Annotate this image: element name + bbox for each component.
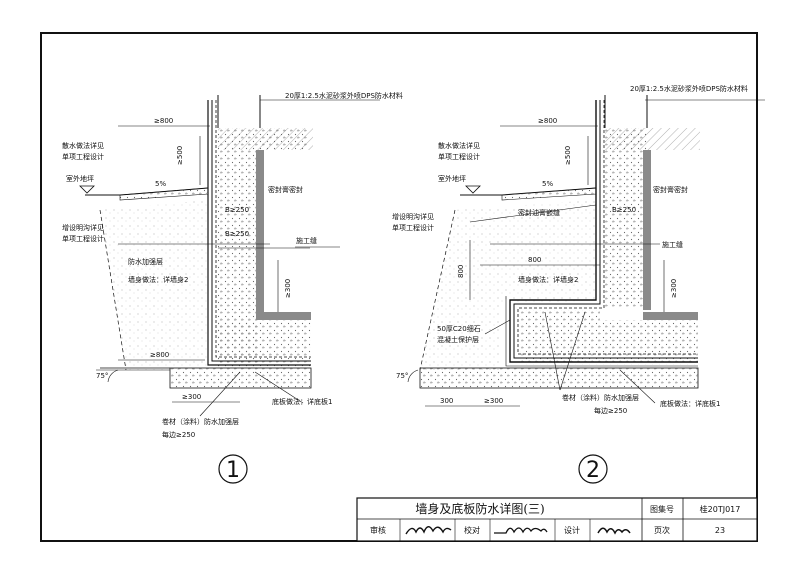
label-coil-reinforce-1: 卷材（涂料）防水加强层 <box>162 417 239 426</box>
label-concrete-note2-2: 混凝土保护层 <box>437 335 479 344</box>
inner-plaster-1 <box>256 150 264 320</box>
label-sealant-right-2: 密封膏密封 <box>653 185 688 194</box>
title-block: 墙身及底板防水详图(三) 图集号 桂20TJ017 审核 校对 设计 页次 23 <box>356 497 758 542</box>
detail-number-2: 2 <box>586 458 600 483</box>
label-dim-800-top-1: ≥800 <box>154 117 173 125</box>
label-base-method-1: 底板做法：详底板1 <box>272 397 332 406</box>
label-dim-300-bottom-1: ≥300 <box>182 393 201 401</box>
label-construction-joint-1: 施工缝 <box>296 236 317 245</box>
label-outdoor-ground-1: 室外地坪 <box>66 174 94 183</box>
label-slope-2: 5% <box>542 180 553 188</box>
review-label: 审核 <box>370 525 386 535</box>
design-label: 设计 <box>564 525 580 535</box>
wall-concrete-2 <box>605 128 647 308</box>
check-label: 校对 <box>464 525 480 535</box>
atlas-number: 桂20TJ017 <box>700 504 741 514</box>
label-each-side-2: 每边≥250 <box>594 406 627 415</box>
atlas-label: 图集号 <box>650 504 674 514</box>
label-dim-800-top-2: ≥800 <box>538 117 557 125</box>
label-concrete-note1-2: 50厚C20细石 <box>437 324 481 333</box>
label-waterproof-reinforce-1: 防水加强层 <box>128 257 163 266</box>
detail-2: 2 20厚1:2.5水泥砂浆外喷DPS防水材料 ≥800 ≥500 散水做法详见… <box>392 84 765 484</box>
label-angle-1: 75° <box>96 372 108 380</box>
label-single-project-2: 单项工程设计 <box>438 152 480 161</box>
label-dim-800-vert-2: 800 <box>457 265 465 278</box>
label-drain-note1-2: 增设明沟详见 <box>392 212 434 221</box>
label-dim-500-1: ≥500 <box>176 146 184 165</box>
label-each-side-1: 每边≥250 <box>162 430 195 439</box>
page-label: 页次 <box>654 525 670 535</box>
label-dim-800-mid-2: 800 <box>528 256 541 264</box>
backfill-soil-1 <box>100 200 208 370</box>
base-slab-1 <box>169 367 312 389</box>
base-slab-2 <box>419 367 699 389</box>
label-top-material-1: 20厚1:2.5水泥砂浆外喷DPS防水材料 <box>285 91 403 100</box>
label-base-method-2: 底板做法：详底板1 <box>660 399 720 408</box>
label-b250-2: B≥250 <box>612 206 636 214</box>
label-dim-300-right-2: ≥300 <box>670 279 678 298</box>
label-wall-method-1: 墙身做法：详墙身2 <box>128 275 188 284</box>
label-drain-note2-2: 单项工程设计 <box>392 223 434 232</box>
reviewer-signature <box>405 526 452 535</box>
floor-slab-2 <box>520 310 698 365</box>
detail-number-1: 1 <box>226 458 240 483</box>
label-dim-800-bottom-1: ≥800 <box>150 351 169 359</box>
label-dim-500-2: ≥500 <box>564 146 572 165</box>
detail-1: 1 20厚1:2.5水泥砂浆外喷DPS防水材料 ≥800 ≥500 散水做法详见… <box>62 91 403 484</box>
label-b250-b: B≥250 <box>225 230 249 238</box>
designer-signature <box>597 527 631 535</box>
label-construction-joint-2: 施工缝 <box>662 240 683 249</box>
sheet-title: 墙身及底板防水详图(三) <box>415 501 544 516</box>
label-dim-300b-2: ≥300 <box>484 397 503 405</box>
label-single-project-1: 单项工程设计 <box>62 152 104 161</box>
page-number: 23 <box>715 526 725 535</box>
label-wall-method-2: 墙身做法：详墙身2 <box>518 275 578 284</box>
detail-number-circle-2 <box>578 454 608 484</box>
label-b250-a: B≥250 <box>225 206 249 214</box>
detail-number-circle-1 <box>218 454 248 484</box>
label-dim-300-2: 300 <box>440 397 453 405</box>
checker-signature <box>494 527 548 534</box>
label-top-material-2: 20厚1:2.5水泥砂浆外喷DPS防水材料 <box>630 84 748 93</box>
label-outdoor-ground-2: 室外地坪 <box>438 174 466 183</box>
label-drain-note2-1: 单项工程设计 <box>62 234 104 243</box>
floor-slab-1 <box>218 320 311 368</box>
label-angle-2: 75° <box>396 372 408 380</box>
label-scatter-water-1: 散水做法详见 <box>62 141 104 150</box>
label-slope-1: 5% <box>155 180 166 188</box>
backfill-soil-2 <box>420 200 596 370</box>
label-scatter-water-2: 散水做法详见 <box>438 141 480 150</box>
label-drain-note1-1: 增设明沟详见 <box>62 223 104 232</box>
label-sealant-1: 密封膏密封 <box>268 185 303 194</box>
label-dim-300-right-1: ≥300 <box>284 279 292 298</box>
label-sealant-mid-2: 密封油膏嵌缝 <box>518 208 560 217</box>
label-coil-reinforce-2: 卷材（涂料）防水加强层 <box>562 393 639 402</box>
